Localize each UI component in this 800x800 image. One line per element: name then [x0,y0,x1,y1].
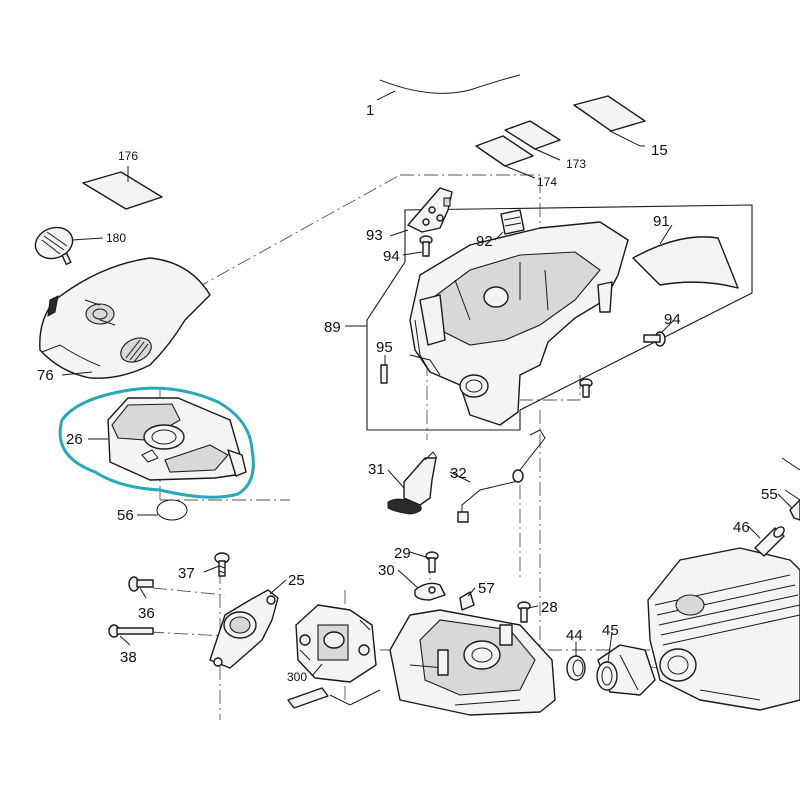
part-76-top-cover [39,257,211,379]
label-part-1: 1 [366,102,374,119]
label-part-94-lower: 94 [664,311,681,328]
part-29-screw [425,551,439,573]
part-89-cylinder-cover [409,221,629,426]
part-57-cap [459,591,475,611]
part-180-knob [34,226,74,266]
part-176-decal [82,171,163,210]
part-28-screw [517,601,531,623]
part-94-screw-lower [643,331,666,347]
part-31-trigger [387,451,438,515]
part-37-screw [214,552,230,577]
leader-lines [61,90,793,677]
label-part-89: 89 [324,319,341,336]
part-46-pin [754,526,785,557]
part-174-decal [475,135,534,167]
part-36-screw [128,576,154,592]
part-1-outline [379,74,521,94]
label-part-46: 46 [733,519,750,536]
label-part-76: 76 [37,367,54,384]
label-part-44: 44 [566,627,583,644]
part-93-bracket [407,187,453,233]
label-part-91: 91 [653,213,670,230]
part-95-strip [380,364,388,384]
label-part-176: 176 [118,149,138,163]
part-89-frame [366,204,753,431]
part-labels: 1 15 173 174 176 180 76 26 56 93 94 92 9… [37,102,778,684]
part-94-screw-upper [419,235,433,257]
cylinder [647,547,800,711]
part-56-o-ring [156,499,188,521]
label-part-300: 300 [287,670,307,684]
part-25-flange [209,589,279,669]
part-right-edge [781,457,800,501]
label-part-174: 174 [537,175,557,189]
label-part-55: 55 [761,486,778,503]
label-part-93: 93 [366,227,383,244]
label-part-37: 37 [178,565,195,582]
label-part-26: 26 [66,431,83,448]
label-part-29: 29 [394,545,411,562]
part-30-spring [414,582,446,601]
label-part-32: 32 [450,465,467,482]
selection-highlight-outline [58,386,255,499]
label-part-30: 30 [378,562,395,579]
label-part-28: 28 [541,599,558,616]
label-part-94-upper: 94 [383,248,400,265]
part-92-clip [500,209,525,235]
label-part-173: 173 [566,157,586,171]
label-part-95: 95 [376,339,393,356]
part-45-intake [596,644,656,696]
part-26-air-filter [107,397,247,481]
label-part-180: 180 [106,231,126,245]
label-part-36: 36 [138,605,155,622]
part-44-ring [566,655,586,681]
part-55-clip [789,499,800,521]
part-38-bolt [108,624,154,638]
label-part-45: 45 [602,622,619,639]
label-part-92: 92 [476,233,493,250]
label-part-15: 15 [651,142,668,159]
label-part-25: 25 [288,572,305,589]
label-part-31: 31 [368,461,385,478]
part-91-cover [632,236,739,289]
part-32-rod [457,429,546,523]
part-15-decal [573,95,646,132]
screw-small-right [579,378,593,398]
label-part-57: 57 [478,580,495,597]
crankcase [389,609,556,716]
part-300-carburetor [287,604,381,709]
label-part-56: 56 [117,507,134,524]
label-part-38: 38 [120,649,137,666]
part-173-decal [504,120,561,150]
